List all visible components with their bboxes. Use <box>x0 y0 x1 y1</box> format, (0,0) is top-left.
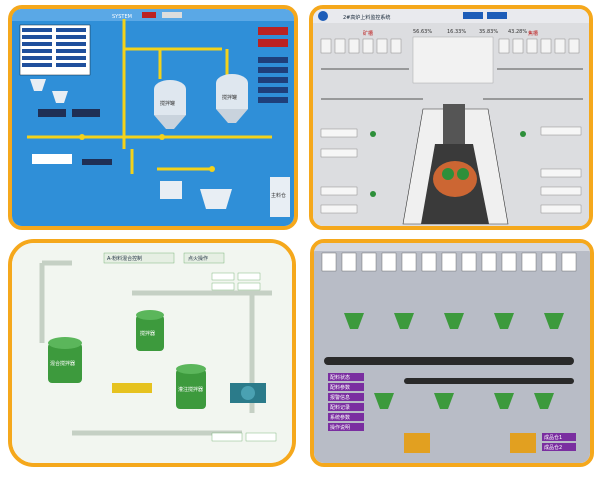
reading-mid: 16.33% <box>447 29 466 35</box>
legend-5: 系统参数 <box>330 414 350 421</box>
legend-3: 报警信息 <box>330 394 350 401</box>
right-bin-label: 焦槽 <box>528 30 538 37</box>
reading-far: 43.28% <box>508 29 527 35</box>
hopper-diagram: 配料状态 配料参数 报警信息 配料记录 系统参数 操作说明 成品仓1 成品仓2 <box>314 243 590 463</box>
scada-panel-blast-furnace[interactable]: 2#高炉上料监控系统 矿槽 焦槽 56.63% 16.33% 35.83% 43… <box>309 5 593 230</box>
vessel-label-1: 搅拌罐 <box>160 100 175 107</box>
scada-panel-mixing[interactable]: A-粉料混合控制 点火操作 混合搅拌器 搅拌器 灌注搅拌器 <box>8 239 296 467</box>
legend-6: 操作说明 <box>330 424 350 431</box>
mixing-tank-2[interactable]: 搅拌器 <box>136 310 164 351</box>
mixing-vessel-2[interactable]: 搅拌罐 <box>216 74 248 123</box>
legend-1: 配料状态 <box>330 374 350 381</box>
mixing-vessel-1[interactable]: 搅拌罐 <box>154 80 186 129</box>
panel2-title: 2#高炉上料监控系统 <box>343 14 390 21</box>
mixing-tank-1[interactable]: 混合搅拌器 <box>48 337 82 383</box>
tank-label-2: 搅拌器 <box>140 330 155 337</box>
silo-label: 主料仓 <box>271 192 286 199</box>
main-conveyor[interactable] <box>324 357 574 365</box>
side-label-1: 成品仓1 <box>544 434 562 441</box>
vessel-label-2: 搅拌罐 <box>222 94 237 101</box>
panel3-header-2: 点火操作 <box>188 255 208 262</box>
panel3-header-1: A-粉料混合控制 <box>107 255 142 262</box>
panel1-header-text: SYSTEM <box>112 14 132 20</box>
tank-label-3: 灌注搅拌器 <box>178 386 203 393</box>
tank-label-1: 混合搅拌器 <box>50 360 75 367</box>
legend-4: 配料记录 <box>330 404 350 411</box>
legend-2: 配料参数 <box>330 384 350 391</box>
scada-panel-batching[interactable]: SYSTEM 搅拌罐 <box>8 5 298 230</box>
secondary-conveyor[interactable] <box>404 378 574 384</box>
mixing-diagram: A-粉料混合控制 点火操作 混合搅拌器 搅拌器 灌注搅拌器 <box>12 243 292 463</box>
side-label-2: 成品仓2 <box>544 444 562 451</box>
legend-group: 配料状态 配料参数 报警信息 配料记录 系统参数 操作说明 <box>328 373 364 431</box>
furnace-diagram: 2#高炉上料监控系统 矿槽 焦槽 56.63% 16.33% 35.83% 43… <box>313 9 589 226</box>
reading-left: 56.63% <box>413 29 432 35</box>
main-silo[interactable]: 主料仓 <box>270 177 290 217</box>
batching-diagram: SYSTEM 搅拌罐 <box>12 9 294 226</box>
left-bin-label: 矿槽 <box>363 30 373 37</box>
scada-panel-hoppers[interactable]: 配料状态 配料参数 报警信息 配料记录 系统参数 操作说明 成品仓1 成品仓2 <box>310 239 594 467</box>
reading-right: 35.83% <box>479 29 498 35</box>
mixing-tank-3[interactable]: 灌注搅拌器 <box>176 364 206 409</box>
blast-furnace[interactable] <box>402 104 509 225</box>
